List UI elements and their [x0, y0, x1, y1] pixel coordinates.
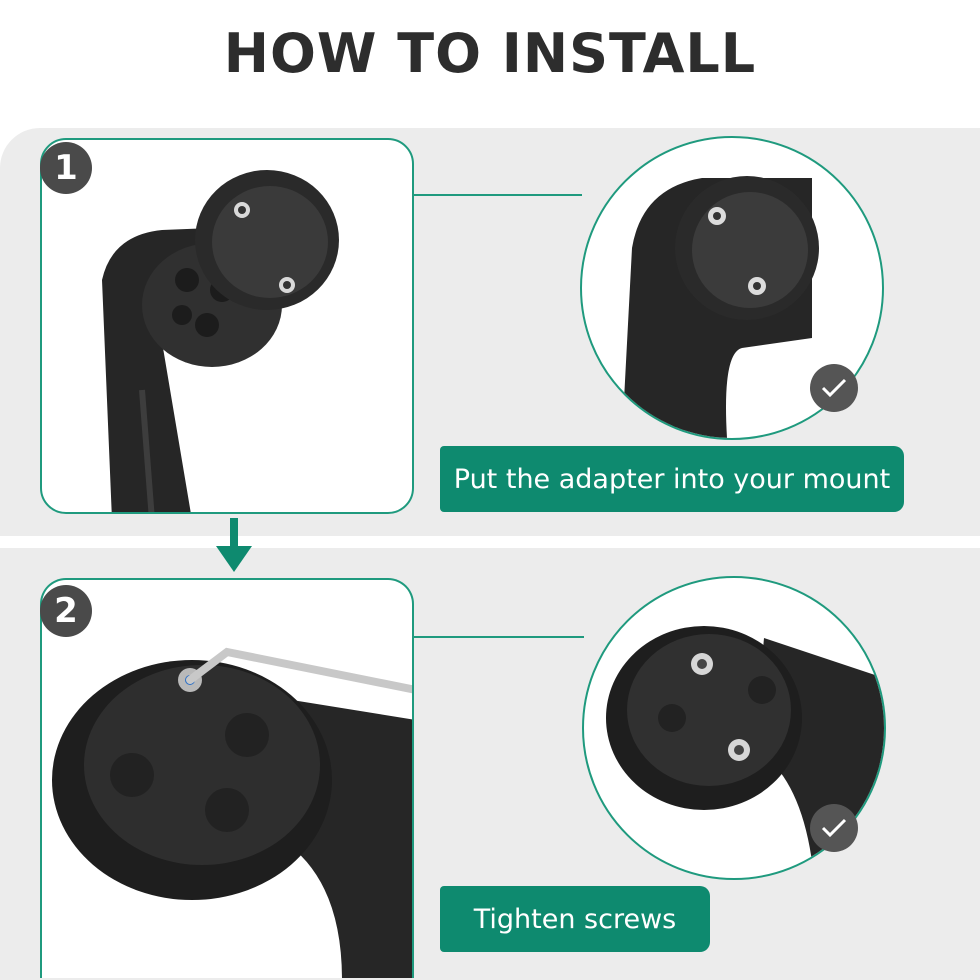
arrow-down-icon: [216, 518, 252, 572]
step-2-check-icon: [810, 804, 858, 852]
step-2-caption: Tighten screws: [440, 886, 710, 952]
screw-tightening-illustration: [52, 647, 412, 978]
step-2-number-badge: 2: [40, 585, 92, 637]
step-1-number-badge: 1: [40, 142, 92, 194]
step-2-photo: [40, 578, 414, 978]
mount-arm-illustration: [102, 170, 339, 512]
step-1-check-icon: [810, 364, 858, 412]
mounted-adapter-illustration: [622, 176, 819, 438]
step-1-caption: Put the adapter into your mount: [440, 446, 904, 512]
step-1-leader-line: [414, 194, 582, 196]
page-title: HOW TO INSTALL: [223, 22, 757, 85]
step-1-photo: [40, 138, 414, 514]
step-2-leader-line: [414, 636, 584, 638]
step-1-detail-photo: [580, 136, 884, 440]
